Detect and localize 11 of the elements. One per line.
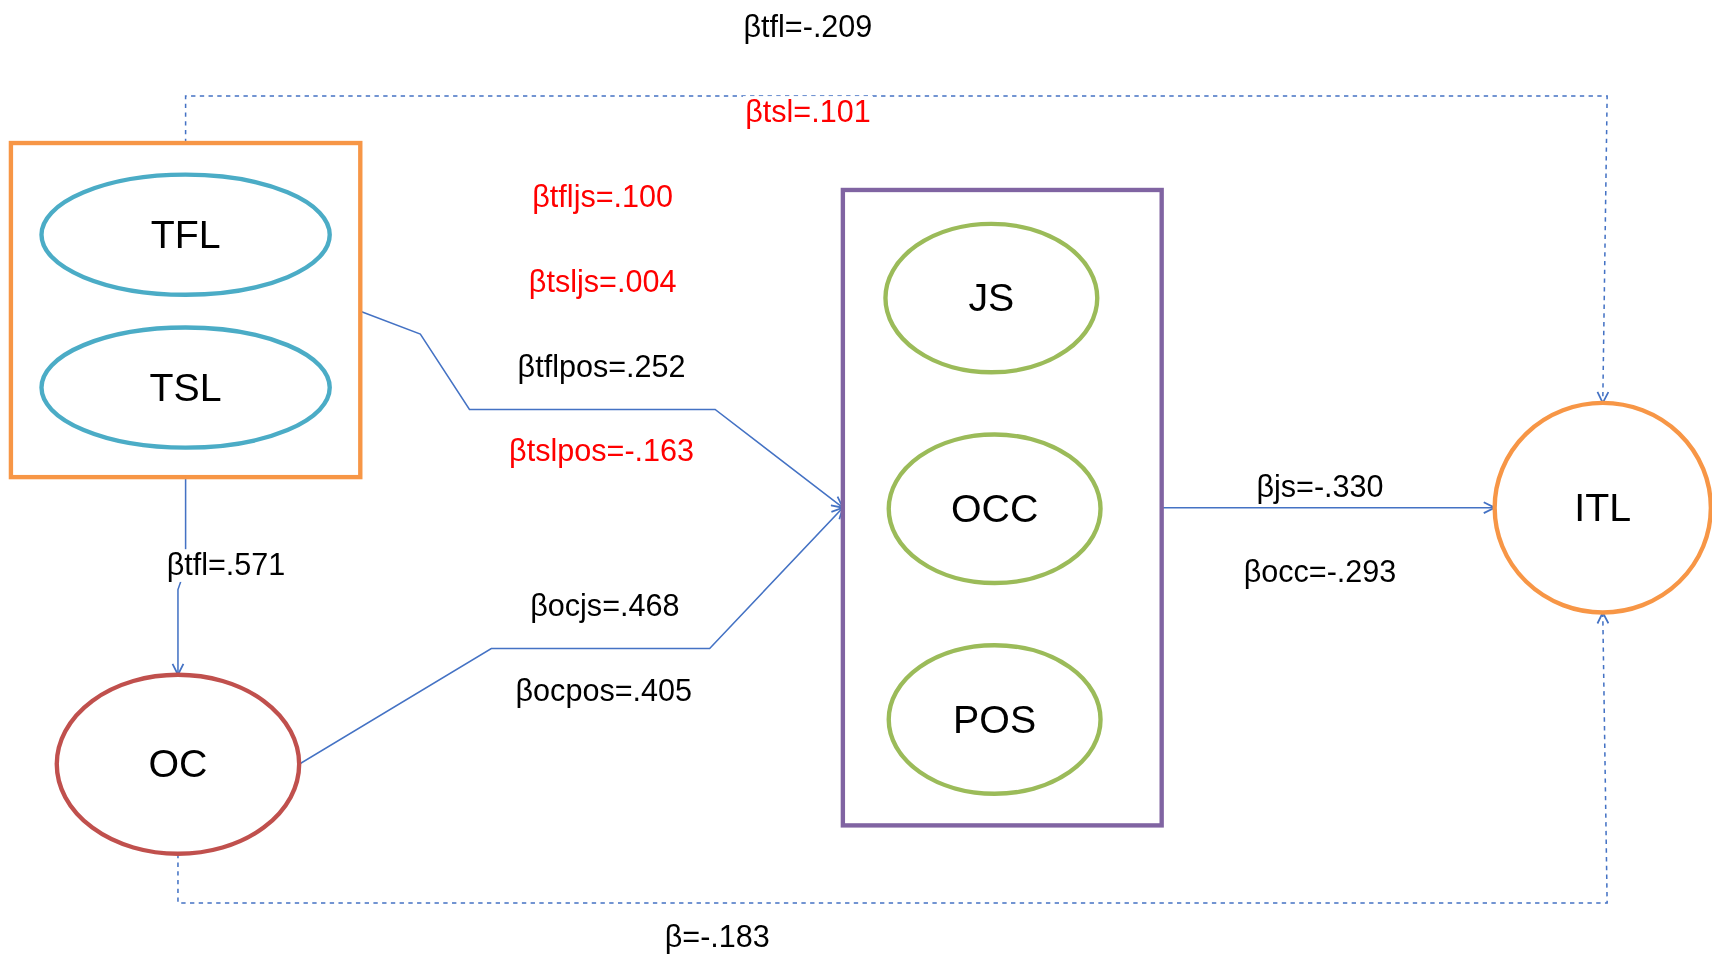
node-label: OCC bbox=[950, 489, 1039, 529]
arrow bbox=[298, 506, 844, 766]
edge-label: βtsl=.101 bbox=[743, 96, 873, 129]
node-label: POS bbox=[953, 699, 1037, 740]
node-label: JS bbox=[968, 278, 1015, 318]
arrow bbox=[359, 310, 844, 509]
node-label: OC bbox=[148, 744, 208, 784]
node-label: TSL bbox=[149, 367, 222, 408]
node-label: ITL bbox=[1574, 488, 1632, 528]
arrow bbox=[184, 95, 1610, 404]
node-label: TFL bbox=[150, 215, 221, 255]
